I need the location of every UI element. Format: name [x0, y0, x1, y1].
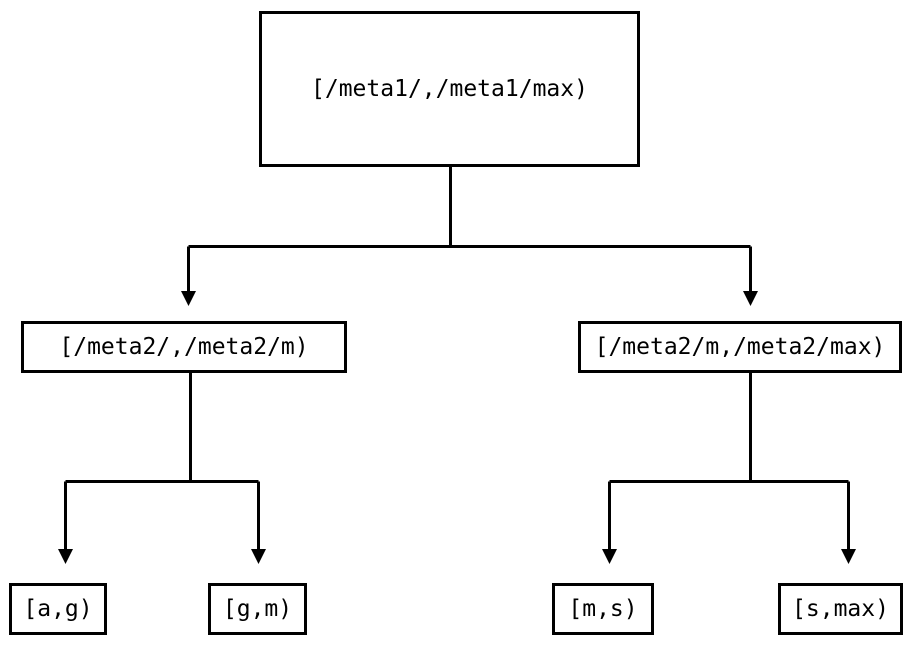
tree-node-leaf-3-label: [m,s) — [568, 595, 638, 622]
arrowhead-mid-right-to-leaf-4 — [841, 549, 856, 564]
arrowhead-mid-left-to-leaf-2 — [251, 549, 266, 564]
tree-node-leaf-2-label: [g,m) — [222, 595, 293, 622]
tree-node-mid-left[interactable]: [/meta2/,/meta2/m) — [21, 321, 347, 373]
tree-node-mid-right-label: [/meta2/m,/meta2/max) — [594, 333, 886, 360]
tree-node-mid-left-label: [/meta2/,/meta2/m) — [59, 333, 309, 360]
tree-node-mid-right[interactable]: [/meta2/m,/meta2/max) — [578, 321, 902, 373]
arrowhead-root-to-mid-left — [181, 291, 196, 306]
arrowhead-mid-left-to-leaf-1 — [58, 549, 73, 564]
tree-node-leaf-1-label: [a,g) — [23, 595, 93, 622]
tree-node-root-label: [/meta1/,/meta1/max) — [311, 75, 588, 102]
tree-node-root[interactable]: [/meta1/,/meta1/max) — [259, 11, 640, 167]
tree-node-leaf-4[interactable]: [s,max) — [778, 583, 903, 635]
tree-node-leaf-1[interactable]: [a,g) — [9, 583, 107, 635]
arrowhead-root-to-mid-right — [743, 291, 758, 306]
arrowhead-mid-right-to-leaf-3 — [602, 549, 617, 564]
tree-node-leaf-3[interactable]: [m,s) — [552, 583, 654, 635]
tree-node-leaf-2[interactable]: [g,m) — [208, 583, 307, 635]
tree-node-leaf-4-label: [s,max) — [792, 595, 889, 622]
